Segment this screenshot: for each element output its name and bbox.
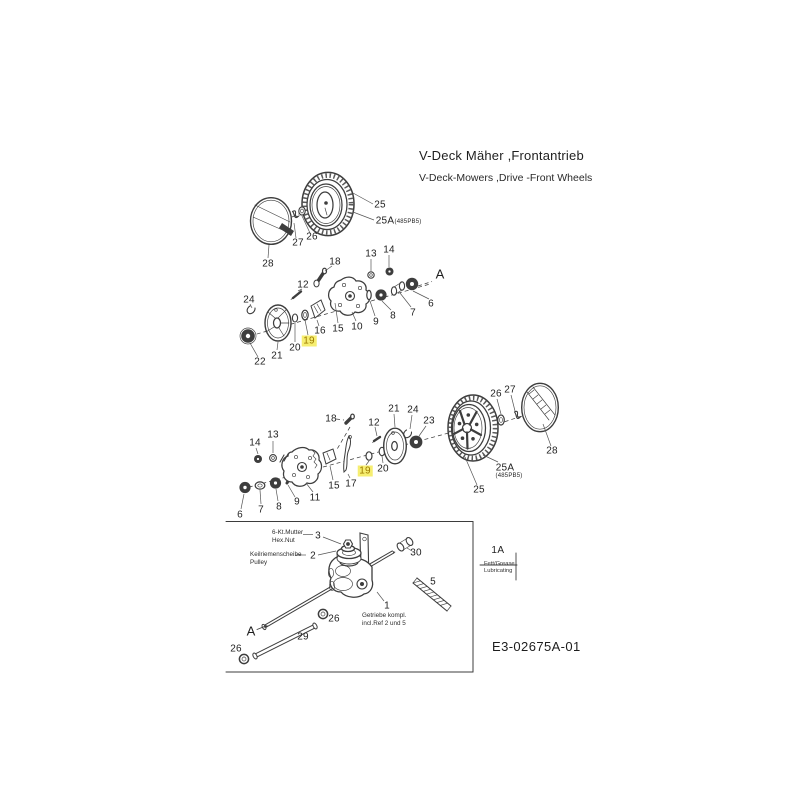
part-label-14-29: 14 bbox=[249, 437, 261, 449]
part-label-13-28: 13 bbox=[267, 429, 279, 441]
diagram-title-de: V-Deck Mäher ,Frontantrieb bbox=[419, 148, 584, 163]
legend-ref: 1A bbox=[491, 545, 505, 556]
callout-gearbox-note-line1: Getriebe kompl. bbox=[362, 612, 407, 619]
part-label-21-21: 21 bbox=[271, 350, 283, 362]
diagram-title-en: V-Deck-Mowers ,Drive -Front Wheels bbox=[419, 172, 593, 184]
drawing-number: E3-02675A-01 bbox=[492, 639, 581, 654]
hubcap-bottom bbox=[521, 382, 560, 433]
part-label-18-23: 18 bbox=[325, 413, 337, 425]
wheel-top-leaders bbox=[267, 192, 375, 259]
callout-hex-nut: 6-Kt.Mutter Hex.Nut bbox=[272, 529, 303, 545]
part-label-28-41: 28 bbox=[546, 445, 558, 457]
part-label-27-40: 27 bbox=[504, 384, 516, 396]
part-label-9-15: 9 bbox=[373, 316, 379, 328]
title-block: V-Deck Mäher ,Frontantrieb V-Deck-Mowers… bbox=[419, 148, 592, 184]
part-label-14-6: 14 bbox=[383, 244, 395, 256]
part-label-12-10: 12 bbox=[297, 279, 309, 291]
part-label-28-5: 28 bbox=[262, 258, 274, 270]
part-label-6-12: 6 bbox=[428, 298, 434, 310]
grease-legend: 1A Fett/Grease Lubricating bbox=[479, 545, 517, 575]
part-label-23-27: 23 bbox=[423, 415, 435, 427]
part-label-19-19: 19 bbox=[301, 335, 317, 347]
part-label-19-30: 19 bbox=[357, 465, 373, 477]
part-label-1-49: 1 bbox=[384, 600, 390, 612]
part-label-9-35: 9 bbox=[294, 496, 300, 508]
part-label-7-37: 7 bbox=[258, 504, 264, 516]
part-label-25A-1: 25A bbox=[375, 215, 395, 227]
part-label-24-26: 24 bbox=[407, 404, 419, 416]
part-label-26-39: 26 bbox=[490, 388, 502, 400]
gearbox-detail bbox=[238, 532, 452, 665]
part-label-A-52: A bbox=[246, 623, 256, 639]
part-label-5-48: 5 bbox=[430, 576, 436, 588]
part-label-24-11: 24 bbox=[243, 294, 255, 306]
section-border bbox=[225, 521, 474, 673]
top-gearbox-leaders bbox=[249, 255, 430, 358]
part-label-2-46: 2 bbox=[310, 550, 316, 562]
callout-pulley: Keilriemenscheibe Pulley bbox=[250, 551, 301, 567]
part-label-3-45: 3 bbox=[315, 530, 321, 542]
part-label-20-20: 20 bbox=[289, 342, 301, 354]
part-label-22-22: 22 bbox=[254, 356, 266, 368]
part-label-26-50: 26 bbox=[328, 613, 340, 625]
part-label-A-9: A bbox=[435, 266, 445, 282]
callout-gearbox-note-line2: incl.Ref 2 und 5 bbox=[362, 620, 406, 628]
callout-pulley-en: Pulley bbox=[250, 559, 268, 567]
part-label-13-7: 13 bbox=[365, 248, 377, 260]
part-label-16-18: 16 bbox=[314, 325, 326, 337]
bottom-gearbox-parts bbox=[239, 413, 423, 494]
part-label-7-13: 7 bbox=[410, 307, 416, 319]
part-label-11-34: 11 bbox=[309, 492, 321, 504]
top-gearbox-parts bbox=[239, 267, 419, 345]
callout-hex-nut-de: 6-Kt.Mutter bbox=[272, 529, 304, 536]
part-label-26-3: 26 bbox=[306, 231, 318, 243]
part-label-20-31: 20 bbox=[377, 463, 389, 475]
callout-gearbox-note: Getriebe kompl. incl.Ref 2 und 5 bbox=[362, 612, 406, 628]
wheel-top-small-parts bbox=[291, 206, 306, 219]
part-label-25-0: 25 bbox=[374, 199, 386, 211]
part-label-29-51: 29 bbox=[297, 631, 309, 643]
part-label-6-38: 6 bbox=[237, 509, 243, 521]
front-wheel-bottom bbox=[447, 394, 499, 462]
part-label-15-17: 15 bbox=[332, 323, 344, 335]
callout-hex-nut-en: Hex.Nut bbox=[272, 537, 295, 545]
part-label-17-33: 17 bbox=[345, 478, 357, 490]
part-label-485PB5-43: (485PB5) bbox=[495, 473, 523, 479]
part-label-26-53: 26 bbox=[230, 643, 242, 655]
part-label-25-44: 25 bbox=[473, 484, 485, 496]
bottom-gearbox-leaders bbox=[240, 413, 427, 510]
part-label-25A-42: 25A bbox=[495, 462, 515, 474]
hubcap-top bbox=[249, 196, 294, 245]
part-label-8-14: 8 bbox=[390, 310, 396, 322]
part-label-8-36: 8 bbox=[276, 501, 282, 513]
legend-note-en: Lubricating bbox=[484, 568, 513, 575]
part-label-485PB5-2: (485PB5) bbox=[394, 219, 422, 225]
callout-pulley-de: Keilriemenscheibe bbox=[250, 551, 302, 558]
wheel-bottom-small-parts bbox=[497, 410, 522, 426]
part-label-30-47: 30 bbox=[410, 547, 422, 559]
part-label-15-32: 15 bbox=[328, 480, 340, 492]
wheel-bottom-leaders bbox=[464, 394, 552, 486]
part-label-21-25: 21 bbox=[388, 403, 400, 415]
part-label-10-16: 10 bbox=[351, 321, 363, 333]
part-label-18-8: 18 bbox=[329, 256, 341, 268]
legend-note: Fett/Grease Lubricating bbox=[479, 561, 517, 575]
legend-note-de: Fett/Grease bbox=[484, 561, 515, 567]
front-wheel-top bbox=[301, 171, 355, 237]
part-label-27-4: 27 bbox=[292, 237, 304, 249]
part-label-12-24: 12 bbox=[368, 417, 380, 429]
legend-rule-lines bbox=[479, 552, 518, 581]
